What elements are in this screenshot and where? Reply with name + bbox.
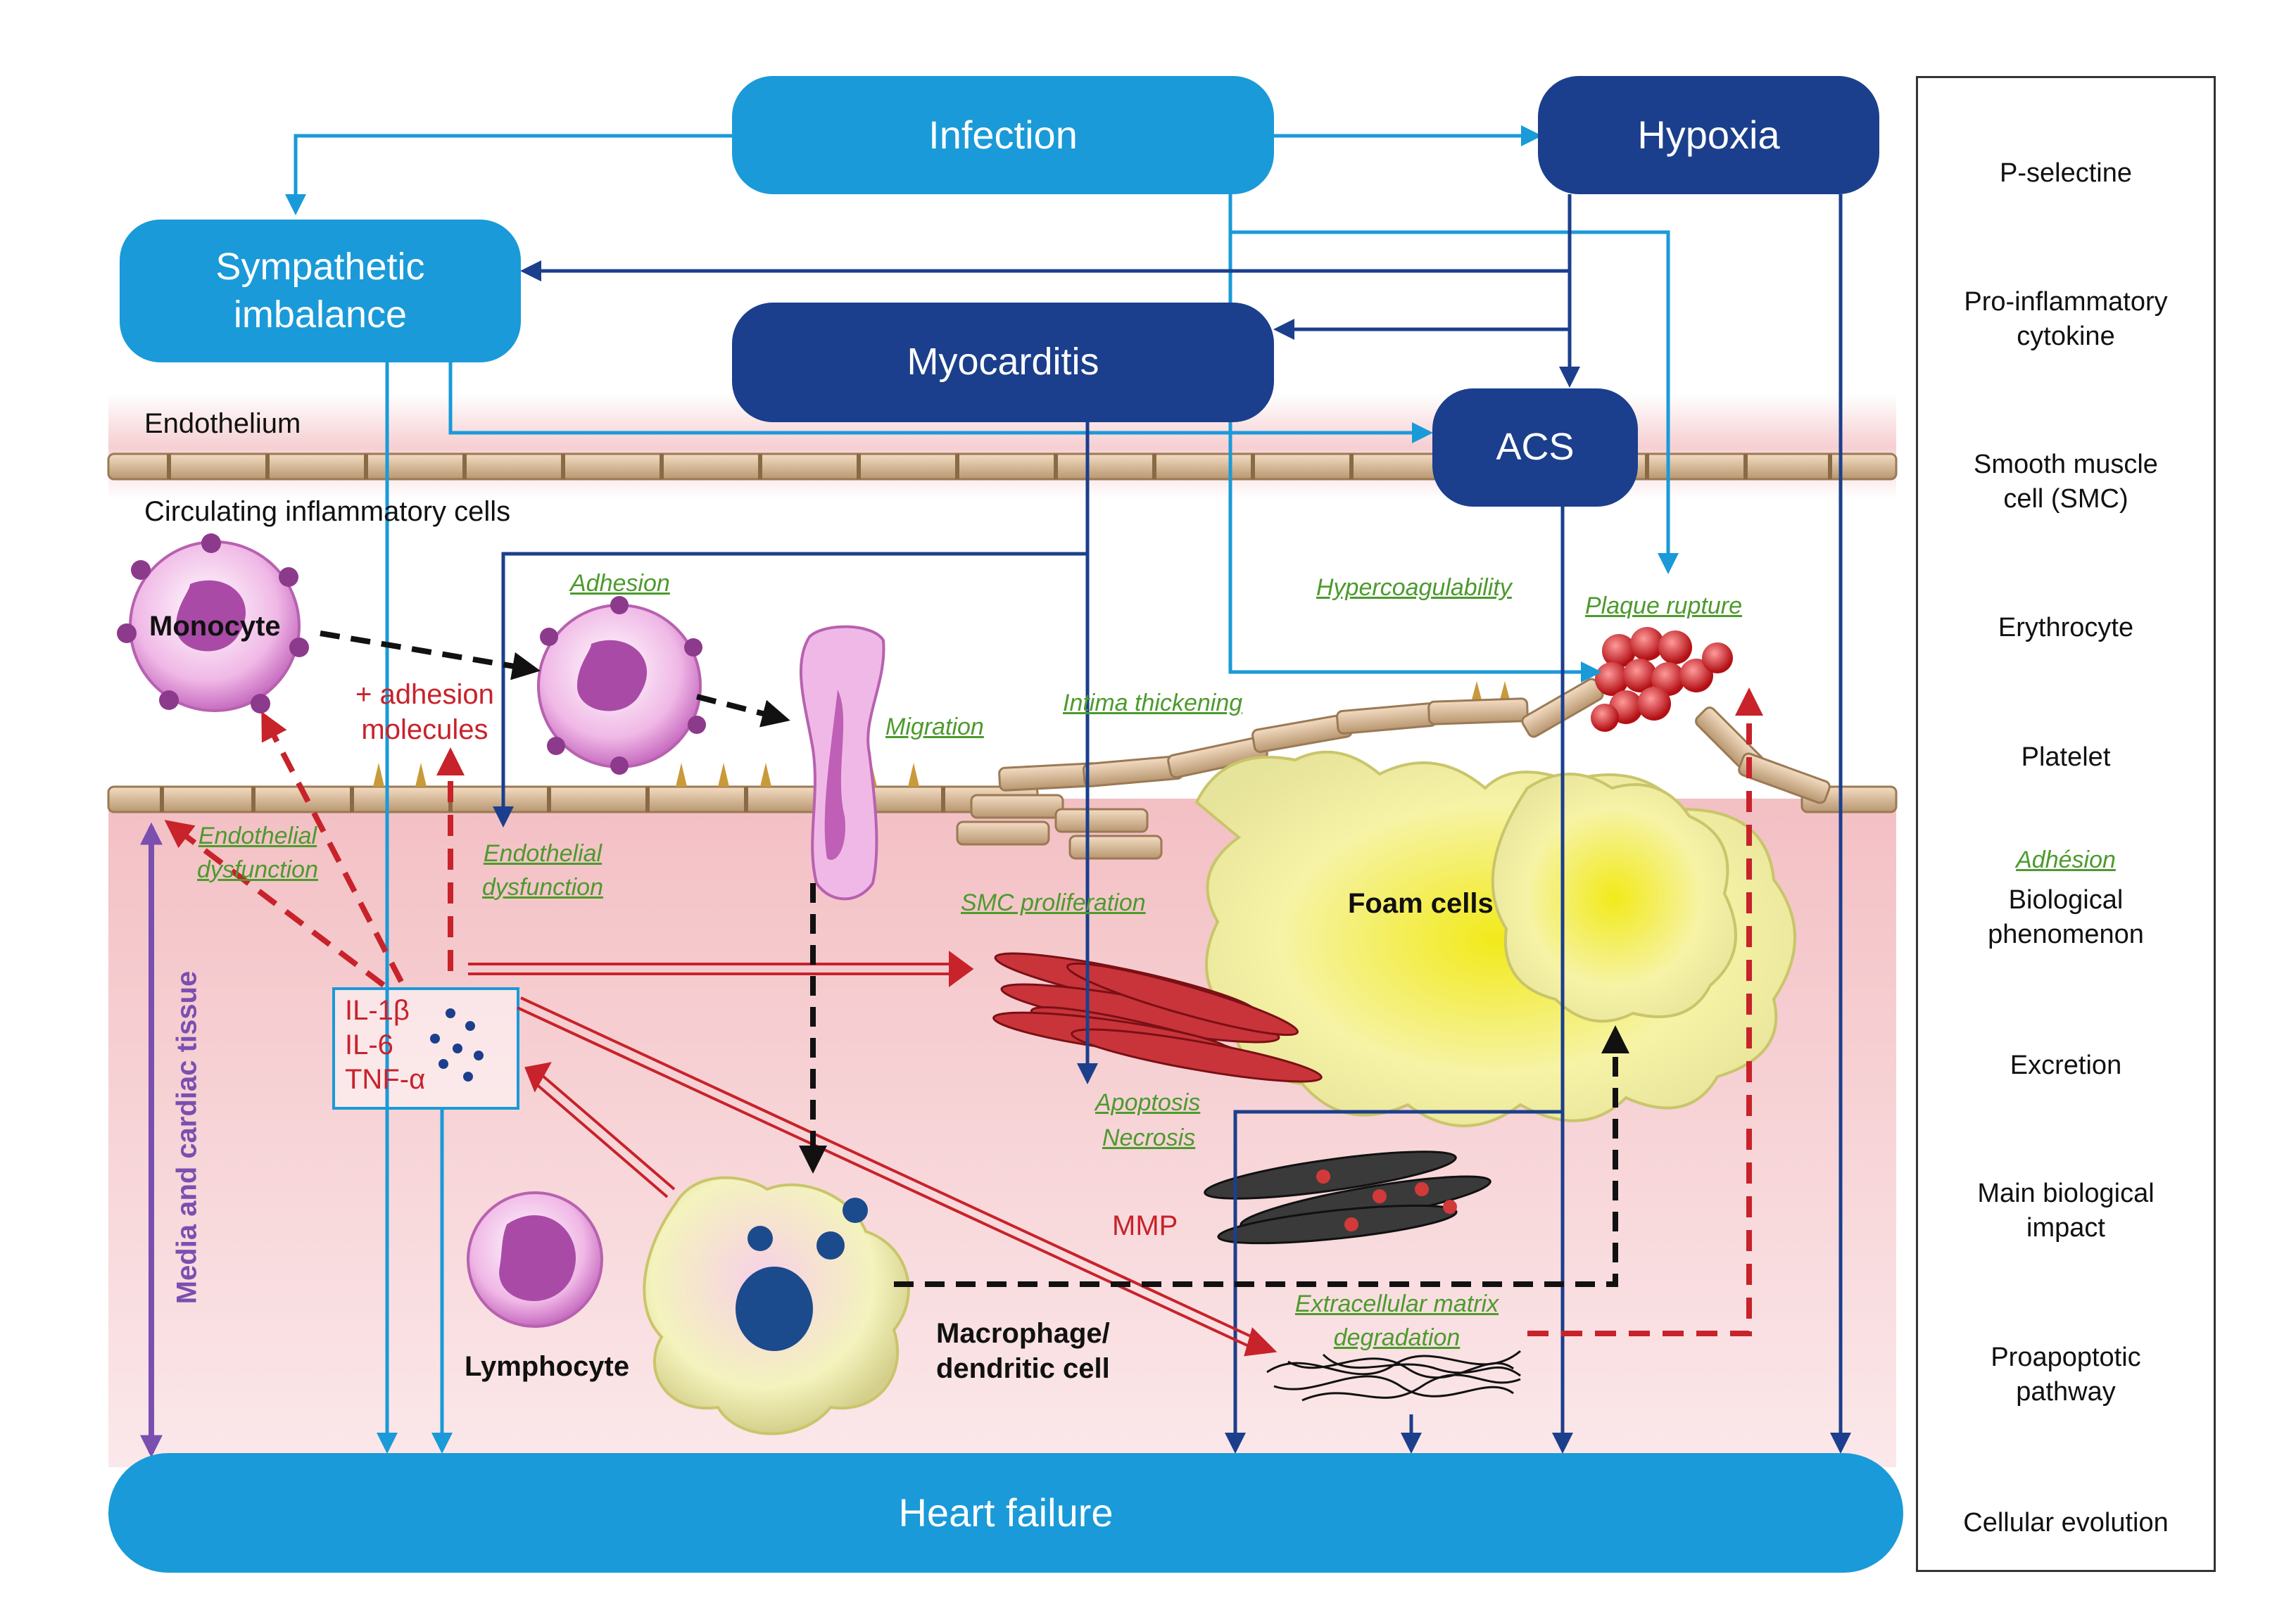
monocyte-label: Monocyte: [149, 611, 281, 642]
apoptosis-phenomenon: Apoptosis: [1095, 1089, 1201, 1116]
legend-panel: [1916, 76, 2216, 1572]
macrophage-cell: [643, 1176, 910, 1435]
monocyte-adhering: [537, 596, 706, 775]
legend-cytokine: Pro-inflammatory cytokine: [1964, 287, 2168, 352]
hypercoagulability-phenomenon: Hypercoagulability: [1316, 574, 1512, 601]
cytokine-box: [332, 987, 519, 1110]
endothelium-label: Endothelium: [144, 408, 301, 439]
foam-cells-cluster: [1194, 750, 1796, 1127]
excretion-arrows: [468, 951, 1278, 1357]
endothelium-bottom: [107, 785, 1898, 813]
media-cardiac-tissue-label: Media and cardiac tissue: [171, 970, 203, 1305]
dark-blue-arrows: [493, 194, 1851, 1454]
myocarditis-node: Myocarditis: [732, 303, 1274, 422]
light-blue-arrows: [285, 125, 1679, 1454]
mmp-label: MMP: [1112, 1210, 1178, 1241]
monocyte-circulating: [117, 533, 309, 714]
plaque-endothelium: [956, 678, 1831, 860]
endothelial-dysfunction-mid-phenomenon: Endothelial dysfunction: [482, 840, 603, 901]
macrophage-label: Macrophage/ dendritic cell: [936, 1318, 1110, 1384]
lymphocyte-label: Lymphocyte: [465, 1351, 630, 1382]
heart-failure-node: Heart failure: [108, 1453, 1903, 1573]
necrotic-nuclei: [1316, 1170, 1457, 1231]
legend-excretion: Excretion: [2010, 1051, 2122, 1080]
acs-node: ACS: [1432, 388, 1638, 507]
cytokines-label: IL-1β IL-6 TNF-α: [345, 995, 426, 1095]
legend-erythrocyte: Erythrocyte: [1998, 613, 2134, 642]
migrating-cell: [799, 625, 885, 901]
adhesion-phenomenon: Adhesion: [570, 570, 670, 597]
legend-cellular-evolution: Cellular evolution: [1963, 1508, 2169, 1538]
circulating-cells-label: Circulating inflammatory cells: [144, 496, 511, 527]
foam-cells-label: Foam cells: [1348, 888, 1494, 919]
lymphocyte-cell: [467, 1191, 603, 1328]
legend-main-impact: Main biological impact: [1977, 1179, 2155, 1243]
smc-proliferation-phenomenon: SMC proliferation: [961, 889, 1146, 916]
necrosis-phenomenon: Necrosis: [1102, 1124, 1196, 1151]
legend-proapoptotic: Proapoptotic pathway: [1991, 1343, 2141, 1407]
plaque-rupture-phenomenon: Plaque rupture: [1585, 592, 1743, 619]
cellular-evolution-arrows: [320, 630, 1629, 1287]
red-dashed-arrows: [164, 687, 1763, 1336]
intima-thickening-phenomenon: Intima thickening: [1063, 690, 1243, 716]
adhesion-molecules-label: + adhesion molecules: [355, 679, 494, 745]
legend-adhesion-example: Adhésion: [2016, 847, 2116, 873]
infection-node: Infection: [732, 76, 1274, 194]
necrotic-cells: [1204, 1151, 1491, 1245]
smc-cluster: [992, 952, 1323, 1083]
cytokine-dots: [430, 1008, 484, 1082]
migration-phenomenon: Migration: [885, 714, 984, 740]
sympathetic-imbalance-node: Sympathetic imbalance: [120, 220, 521, 362]
legend-p-selectine: P-selectine: [2000, 158, 2132, 188]
legend-biological-phenomenon: Biological phenomenon: [1988, 885, 2144, 950]
erythrocyte-cluster: [1591, 627, 1733, 732]
endothelial-dysfunction-left-phenomenon: Endothelial dysfunction: [197, 823, 318, 883]
hypoxia-node: Hypoxia: [1538, 76, 1879, 194]
ecm-degradation-phenomenon: Extracellular matrix degradation: [1295, 1291, 1499, 1351]
legend-platelet: Platelet: [2021, 742, 2111, 772]
ecm-fibers: [1266, 1350, 1521, 1402]
legend-smc: Smooth muscle cell (SMC): [1974, 450, 2158, 514]
